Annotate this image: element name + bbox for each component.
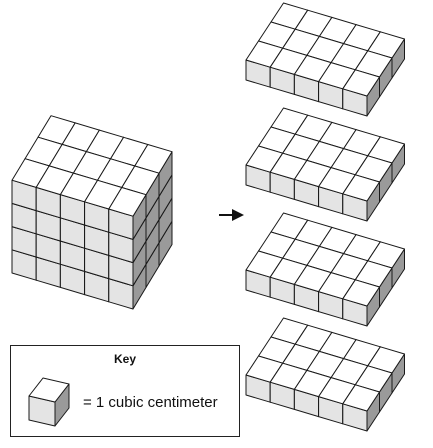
unit-cube	[342, 69, 380, 117]
key-box: Key = 1 cubic centimeter	[10, 345, 240, 437]
cube-top-face	[342, 69, 380, 97]
arrow-shape	[219, 209, 244, 221]
cube-top-face	[342, 279, 380, 307]
unit-cube	[342, 279, 380, 327]
key-title: Key	[113, 352, 136, 366]
cube-top-face	[108, 187, 147, 217]
layer-1	[245, 2, 405, 117]
unit-cube	[108, 187, 147, 240]
cube-top-face	[342, 384, 380, 412]
layer-3	[245, 212, 405, 327]
key-legend-text: = 1 cubic centimeter	[83, 394, 218, 411]
unit-cube-icon	[28, 377, 70, 427]
layer-4	[245, 317, 405, 432]
unit-cube	[245, 145, 284, 193]
cube-top-face	[342, 174, 380, 202]
unit-cube	[342, 174, 380, 222]
cube-top-face	[28, 377, 70, 403]
unit-cube	[11, 158, 50, 212]
layer-stack	[245, 2, 405, 432]
arrow-right-icon	[219, 209, 244, 221]
layer-2	[245, 107, 405, 222]
unit-cube	[342, 384, 380, 432]
rectangular-prism	[11, 115, 173, 310]
